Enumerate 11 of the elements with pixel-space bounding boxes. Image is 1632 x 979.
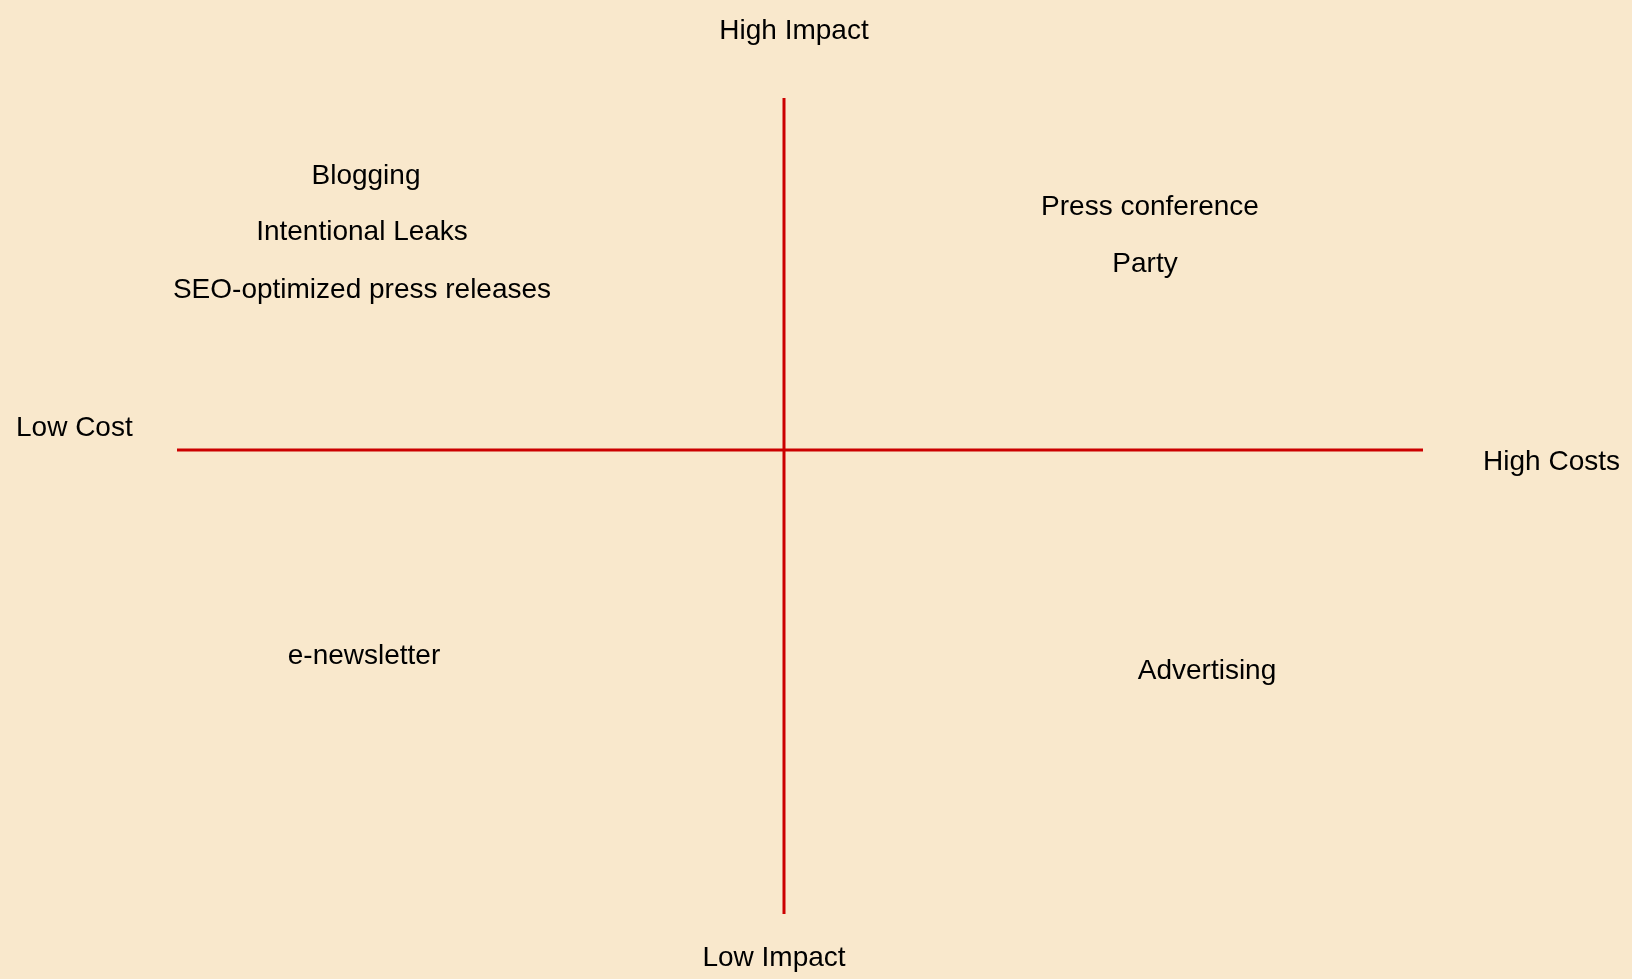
quadrant-item: Advertising <box>1137 652 1277 687</box>
quadrant-item: Blogging <box>311 157 421 192</box>
quadrant-item: Intentional Leaks <box>256 213 468 248</box>
axis-label: High Impact <box>719 12 869 47</box>
quadrant-item: e-newsletter <box>287 637 441 672</box>
quadrant-item: Party <box>1112 245 1178 280</box>
quadrant-item: SEO-optimized press releases <box>172 271 552 306</box>
axis-label: Low Impact <box>702 939 846 974</box>
quadrant-item: Press conference <box>1041 188 1259 223</box>
axis-label: High Costs <box>1483 443 1620 478</box>
axis-label: Low Cost <box>16 409 133 444</box>
